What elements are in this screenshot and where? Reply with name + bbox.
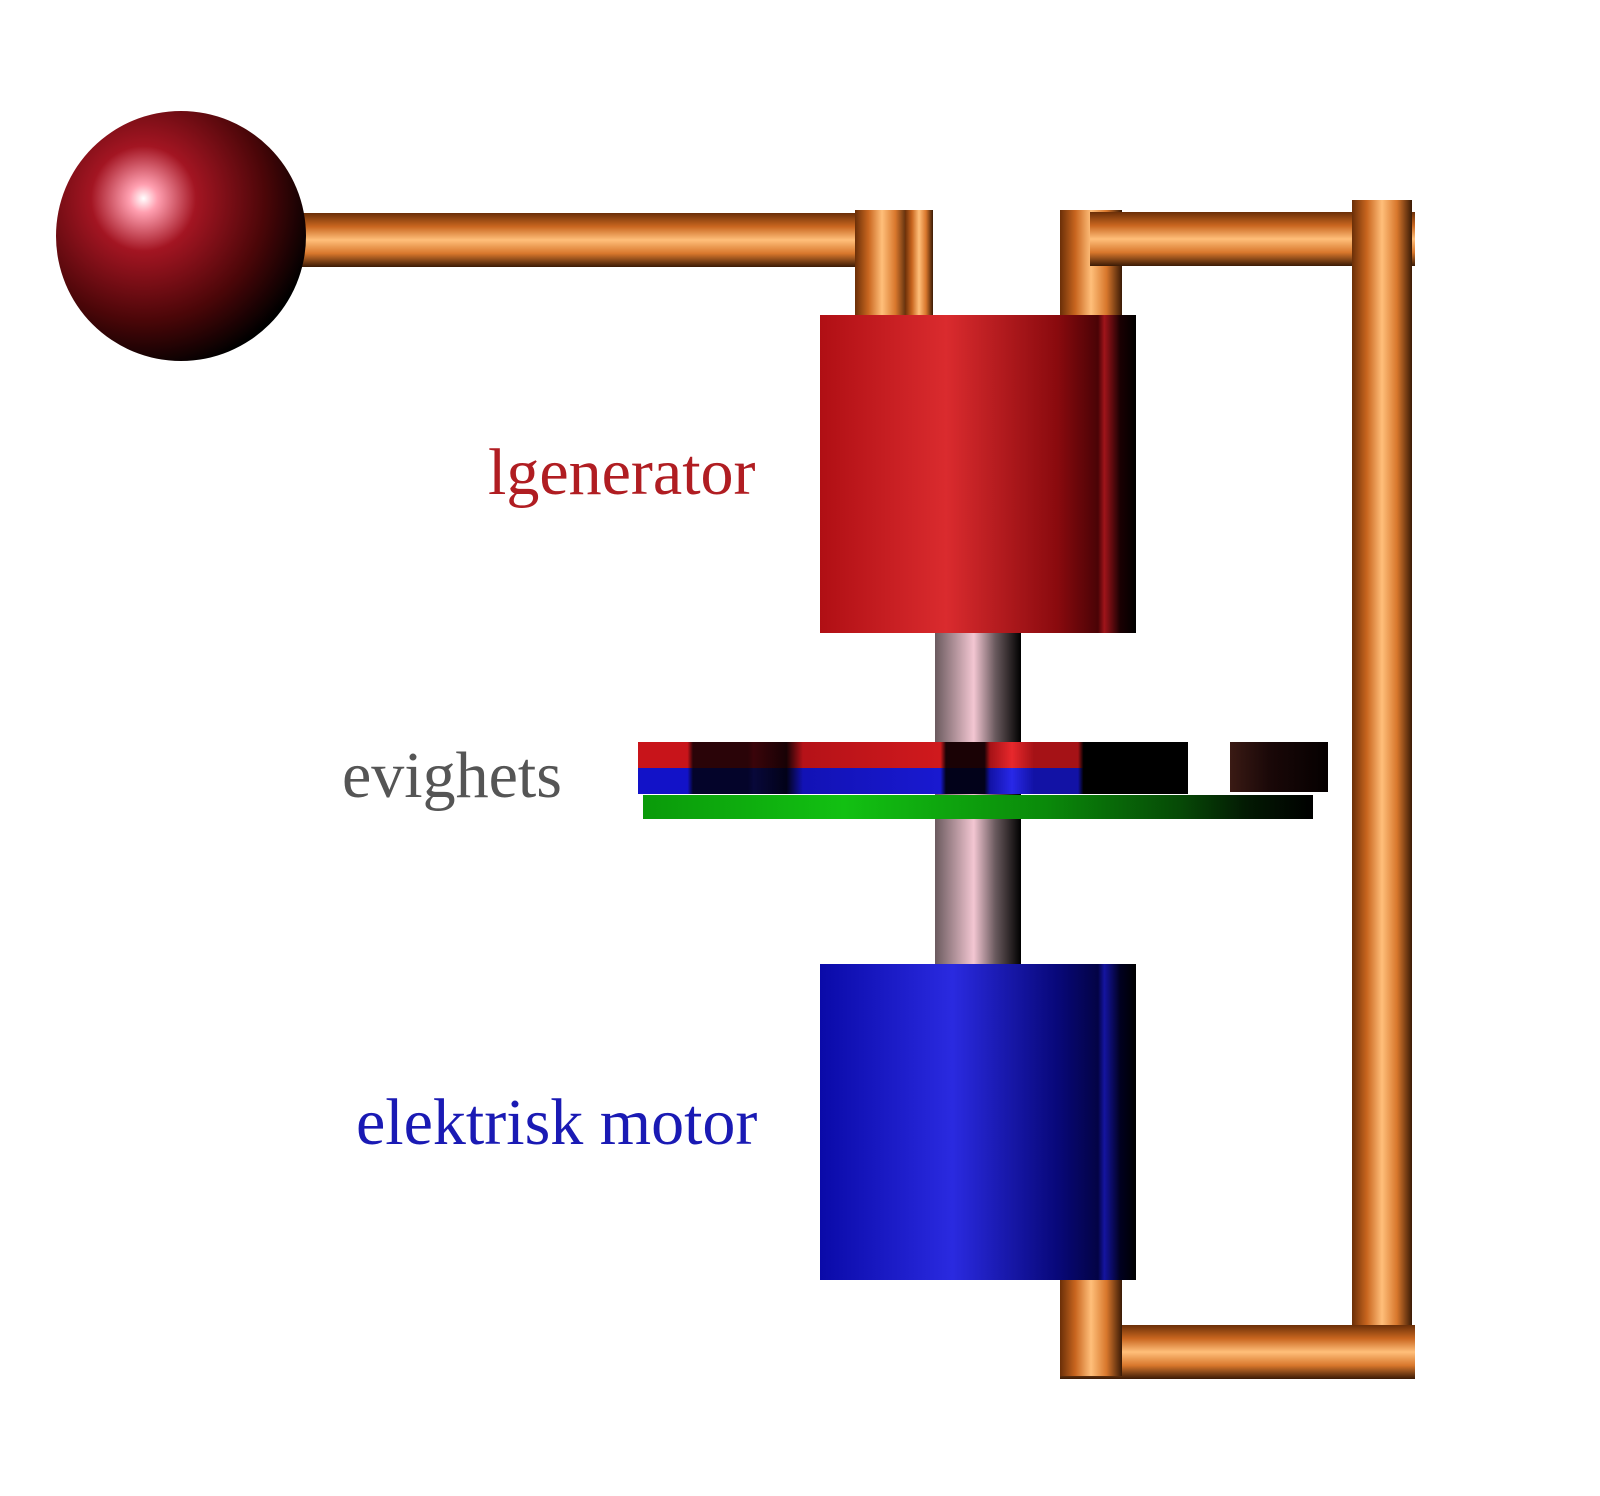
flywheel-side-block xyxy=(1230,742,1328,792)
flywheel-label: evighets xyxy=(342,739,562,812)
generator-left-pipe-cap xyxy=(905,210,933,320)
weight-sphere-assembly xyxy=(56,111,933,361)
motor-right-pipe xyxy=(1060,1270,1122,1376)
red-sphere-icon xyxy=(56,111,306,361)
motor-cylinder xyxy=(820,964,1136,1280)
generator-left-pipe xyxy=(855,210,909,320)
motor-label: elektrisk motor xyxy=(356,1086,758,1159)
return-pipe-loop xyxy=(1060,200,1415,1379)
flywheel-green-layer xyxy=(643,795,1313,819)
right-vertical-pipe xyxy=(1352,200,1412,1370)
generator-cylinder xyxy=(820,315,1136,633)
flywheel-blue-layer xyxy=(638,768,1188,794)
sphere-arm-pipe xyxy=(270,213,905,267)
flywheel xyxy=(638,742,1328,819)
generator-label: lgenerator xyxy=(488,436,756,509)
flywheel-red-layer xyxy=(638,742,1188,768)
